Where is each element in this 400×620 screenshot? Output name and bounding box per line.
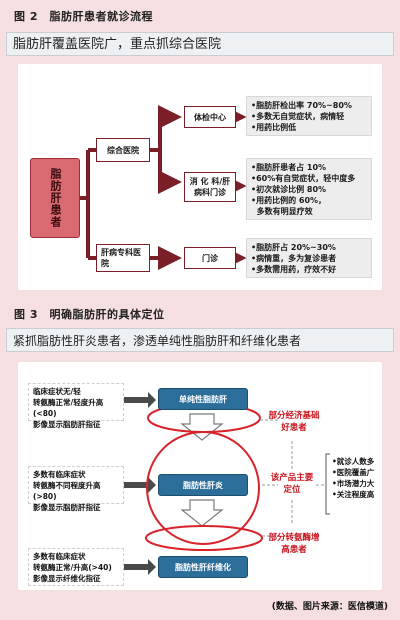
exam-stats-box: •脂肪肝检出率 70%~80% •多数无自觉症状，病情轻 •用药比例低 [246,96,372,136]
gi-stat-2: •60%有自觉症状，轻中度多 [251,174,356,183]
target-elevated-ast-patients: 部分转氨酶增高患者 [268,533,320,555]
gi-clinic-box: 消 化 科/肝病科门诊 [184,172,236,202]
gi-stats-box: •脂肪肝患者占 10% •60%有自觉症状，轻中度多 •初次就诊比例 80% •… [246,158,372,220]
figure-3-title: 图 3 明确脂肪肝的具体定位 [14,308,165,321]
market-features-list: •就诊人数多 •医院覆盖广 •市场潜力大 •关注程度高 [332,456,396,500]
stage-3-indicator-2: 转氨酶正常/升高(>40) [33,563,112,572]
stage-1-indicators: 临床症状无/轻 转氨酶正常/轻度升高(<80) 影像显示脂肪肝指征 [28,383,124,429]
stage-2-indicator-1: 多数有临床症状 [33,470,86,479]
market-feature-4: •关注程度高 [332,490,375,499]
stage-2-indicator-3: 影像显示脂肪肝指征 [33,503,101,512]
stage-simple-fatty-liver: 单纯性脂肪肝 [158,388,248,410]
stage-2-indicator-2: 转氨酶不同程度升高(>80) [33,481,101,501]
general-hospital-box: 综合医院 [96,138,150,162]
stage-fatty-fibrosis: 脂肪性肝纤维化 [158,556,248,578]
market-feature-3: •市场潜力大 [332,479,375,488]
exam-stat-3: •用药比例低 [251,123,297,132]
market-feature-2: •医院覆盖广 [332,468,375,477]
stage-1-indicator-3: 影像显示脂肪肝指征 [33,420,101,429]
exam-stat-1: •脂肪肝检出率 70%~80% [251,101,352,110]
stage-3-indicator-1: 多数有临床症状 [33,552,86,561]
target-economic-patients: 部分经济基础好患者 [268,411,320,433]
specialty-hospital-box: 肝病专科医院 [96,244,150,272]
exam-stat-2: •多数无自觉症状，病情轻 [251,112,345,121]
gi-stat-4: •用药比例的 60%， [251,196,327,205]
stage-3-indicator-3: 影像显示纤维化指征 [33,574,101,583]
outpatient-box: 门诊 [184,247,236,269]
stage-fatty-hepatitis: 脂肪性肝炎 [158,474,248,496]
gi-stat-5: 多数有明显疗效 [251,207,313,216]
stage-1-indicator-1: 临床症状无/轻 [33,387,81,396]
stage-3-indicators: 多数有临床症状 转氨酶正常/升高(>40) 影像显示纤维化指征 [28,548,124,586]
gi-stat-1: •脂肪肝患者占 10% [251,163,327,172]
figure-2-banner: 脂肪肝覆盖医院广，重点抓综合医院 [6,32,394,56]
stage-2-indicators: 多数有临床症状 转氨酶不同程度升高(>80) 影像显示脂肪肝指征 [28,466,124,512]
patient-box: 脂肪肝患者 [30,158,80,238]
gi-stat-3: •初次就诊比例 80% [251,185,327,194]
specialty-stat-2: •病情重，多为复诊患者 [251,254,337,263]
stage-1-indicator-2: 转氨酶正常/轻度升高(<80) [33,398,104,418]
market-feature-1: •就诊人数多 [332,457,375,466]
product-positioning: 该产品主要定位 [270,473,314,495]
source-note: (数据、图片来源：医信模道) [271,602,388,612]
specialty-stat-3: •多数需用药，疗效不好 [251,265,337,274]
specialty-stats-box: •脂肪肝占 20%~30% •病情重，多为复诊患者 •多数需用药，疗效不好 [246,238,372,278]
exam-center-box: 体检中心 [184,106,236,128]
figure-3-banner: 紧抓脂肪性肝炎患者，渗透单纯性脂肪肝和纤维化患者 [6,328,394,352]
figure-2-title: 图 2 脂肪肝患者就诊流程 [14,10,153,23]
specialty-stat-1: •脂肪肝占 20%~30% [251,243,336,252]
